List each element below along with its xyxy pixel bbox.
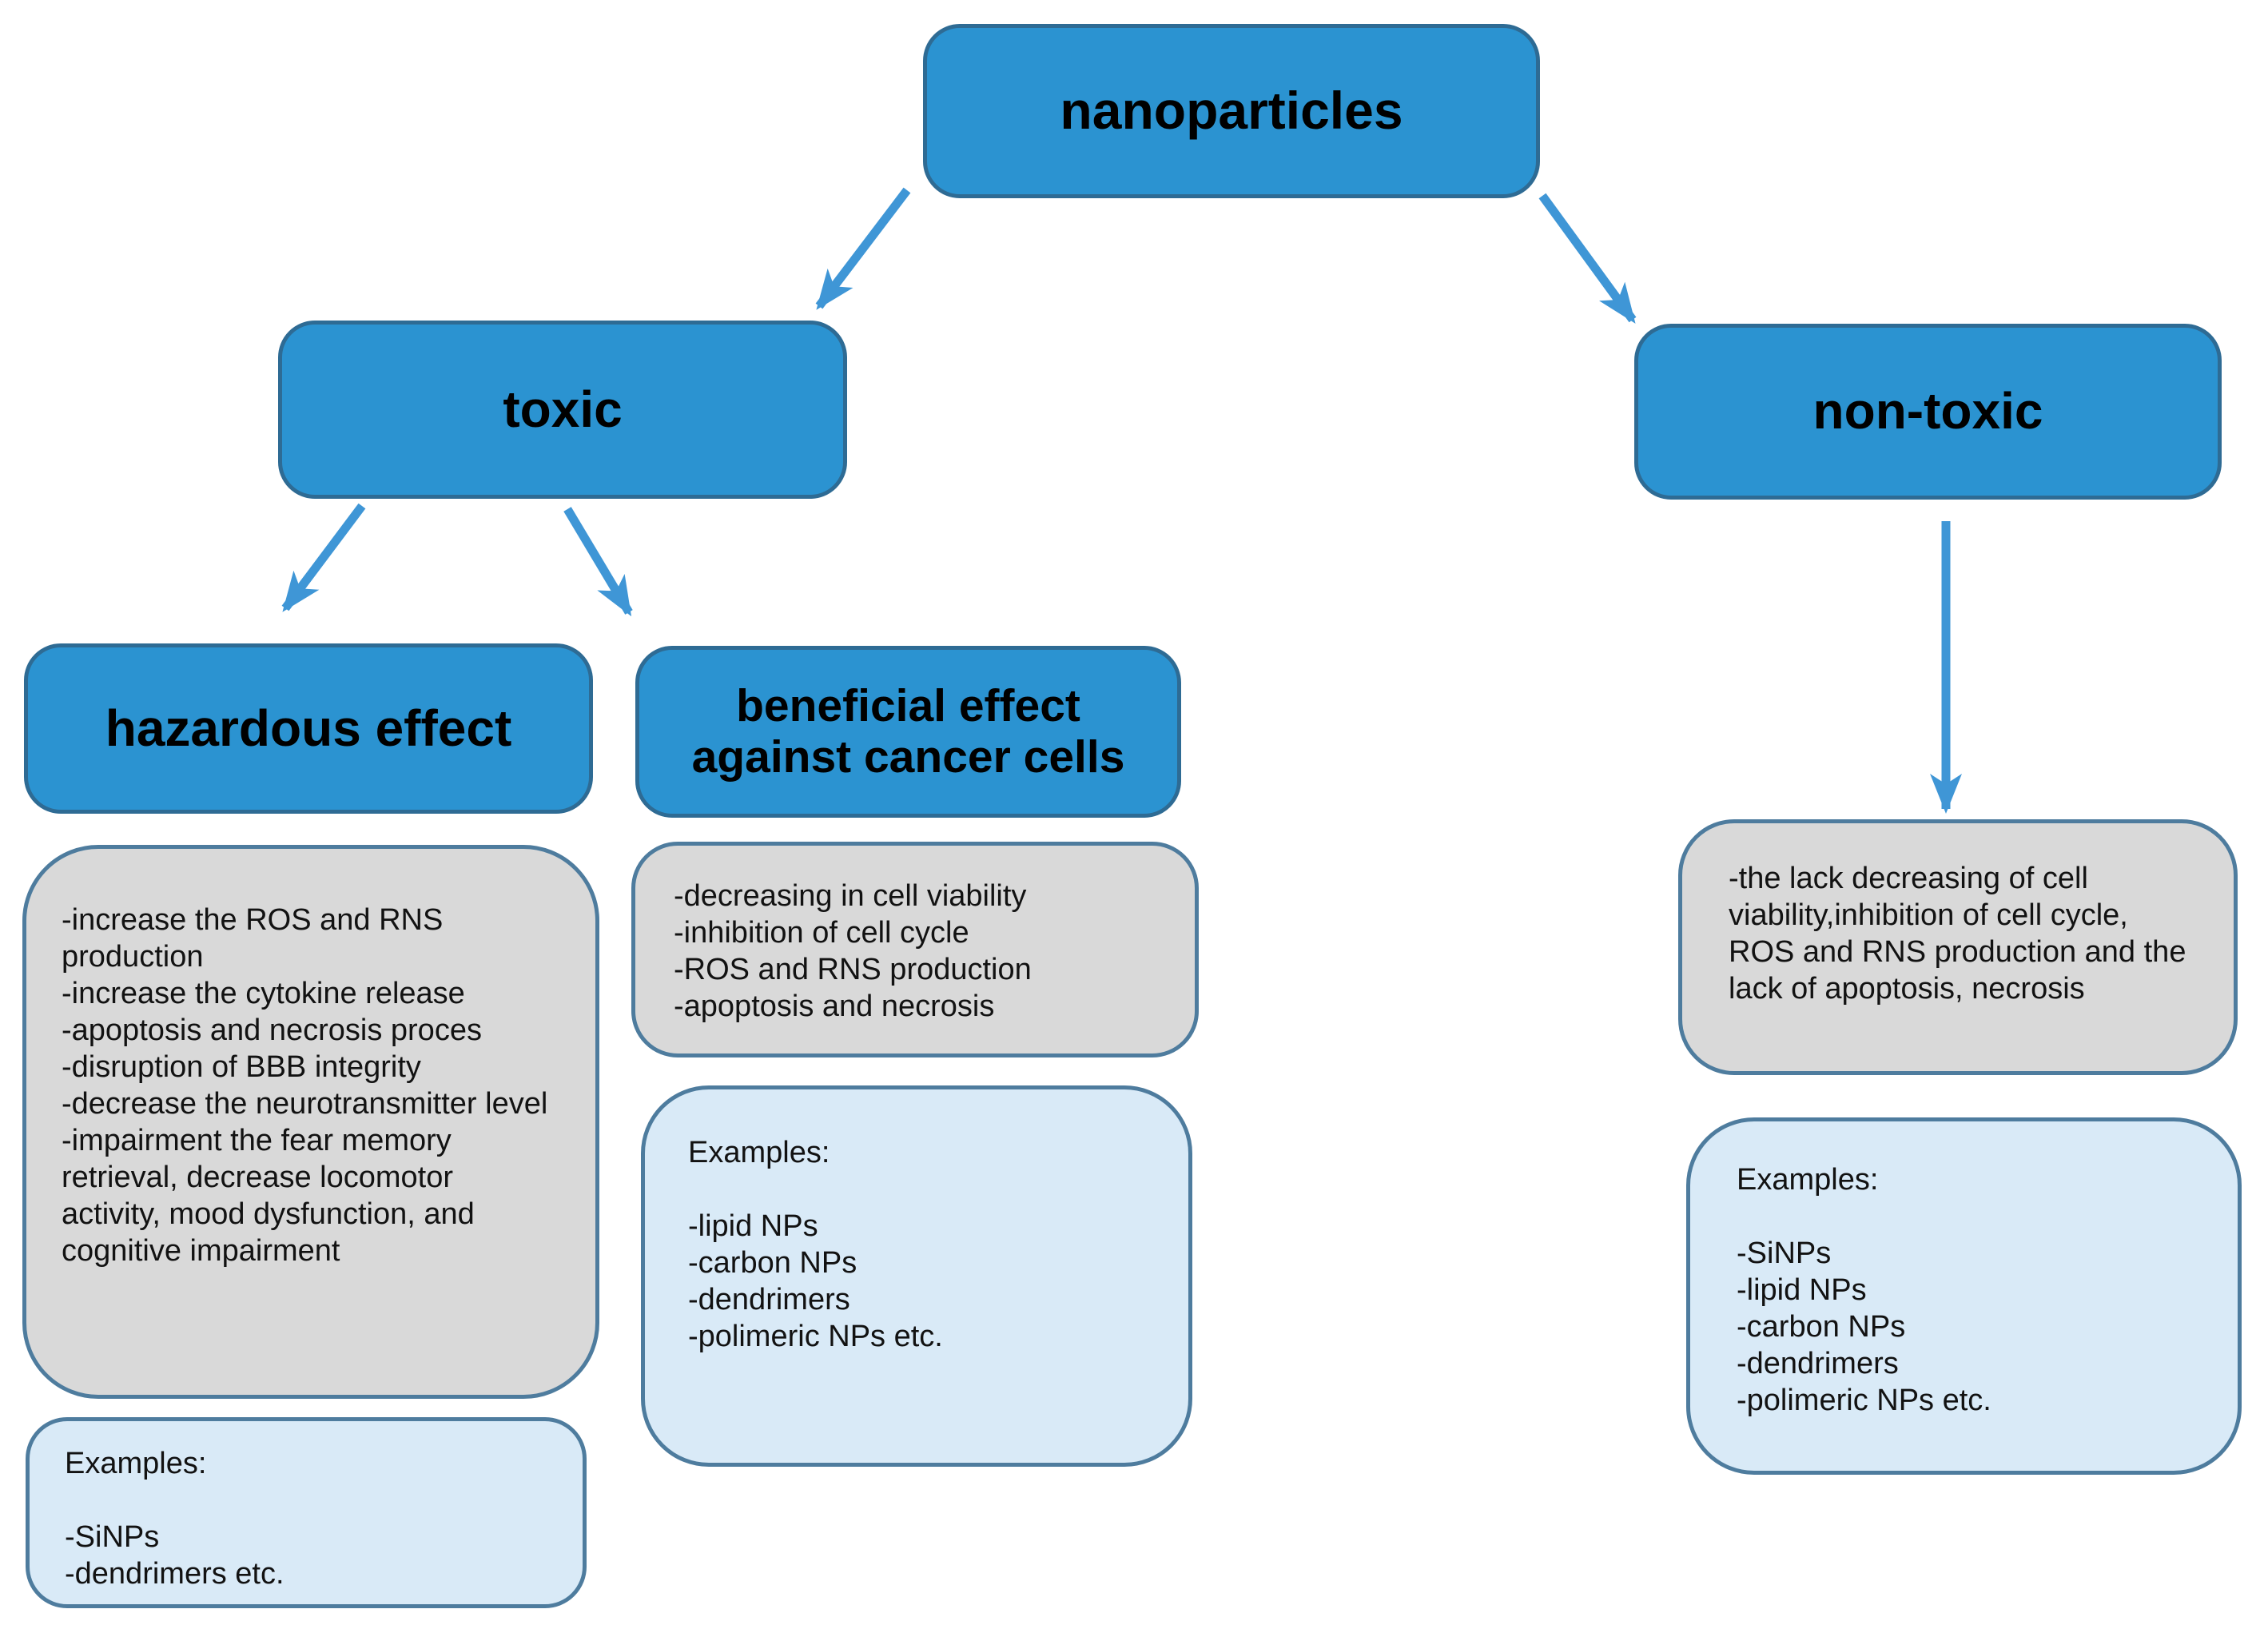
arrow-root-to-toxic [815,187,911,310]
examples-title: Examples: [688,1136,830,1169]
list-item: -polimeric NPs etc. [1737,1384,1991,1417]
list-item: -polimeric NPs etc. [688,1320,943,1353]
non-toxic-effects-text: -the lack decreasing of cell viability,i… [1729,862,2186,1006]
beneficial-examples-box: Examples: -lipid NPs -carbon NPs -dendri… [641,1085,1192,1467]
list-item: -apoptosis and necrosis proces [62,1014,482,1047]
list-item: -impairment the fear memory retrieval, d… [62,1124,475,1268]
node-beneficial-effect-label-line2: against cancer cells [691,731,1125,783]
beneficial-effects-list: -decreasing in cell viability -inhibitio… [631,842,1199,1057]
list-item: -apoptosis and necrosis [674,990,995,1023]
list-item: -decreasing in cell viability [674,879,1027,913]
node-non-toxic: non-toxic [1634,324,2222,500]
non-toxic-effects-box: -the lack decreasing of cell viability,i… [1678,819,2238,1075]
list-item: -disruption of BBB integrity [62,1050,421,1084]
arrow-root-to-nontoxic [1538,193,1637,324]
node-beneficial-effect: beneficial effect against cancer cells [635,646,1181,818]
list-item: -increase the ROS and RNS production [62,903,444,974]
examples-title: Examples: [65,1447,207,1480]
node-toxic-label: toxic [503,380,623,438]
list-item: -inhibition of cell cycle [674,916,969,950]
arrow-toxic-to-beneficial [563,507,633,617]
list-item: -carbon NPs [1737,1310,1906,1344]
node-hazardous-effect-label: hazardous effect [105,699,512,757]
list-item: -decrease the neurotransmitter level [62,1087,548,1121]
list-item: -SiNPs [65,1520,160,1554]
list-item: -increase the cytokine release [62,977,465,1010]
node-non-toxic-label: non-toxic [1812,382,2043,440]
list-item: -lipid NPs [688,1209,818,1243]
node-beneficial-effect-label-line1: beneficial effect [736,679,1080,731]
node-nanoparticles: nanoparticles [923,24,1540,198]
node-hazardous-effect: hazardous effect [24,643,593,814]
node-nanoparticles-label: nanoparticles [1060,81,1403,141]
list-item: -dendrimers [688,1283,850,1316]
non-toxic-examples-box: Examples: -SiNPs -lipid NPs -carbon NPs … [1686,1117,2242,1475]
list-item: -ROS and RNS production [674,953,1032,986]
arrow-toxic-to-hazardous [281,503,366,612]
list-item: -dendrimers etc. [65,1557,284,1591]
list-item: -lipid NPs [1737,1273,1867,1307]
list-item: -SiNPs [1737,1237,1832,1270]
list-item: -dendrimers [1737,1347,1899,1380]
examples-title: Examples: [1737,1163,1879,1197]
hazardous-effects-list: -increase the ROS and RNS production -in… [22,845,599,1399]
list-item: -carbon NPs [688,1246,857,1280]
node-toxic: toxic [278,321,847,499]
hazardous-examples-box: Examples: -SiNPs -dendrimers etc. [26,1417,587,1608]
